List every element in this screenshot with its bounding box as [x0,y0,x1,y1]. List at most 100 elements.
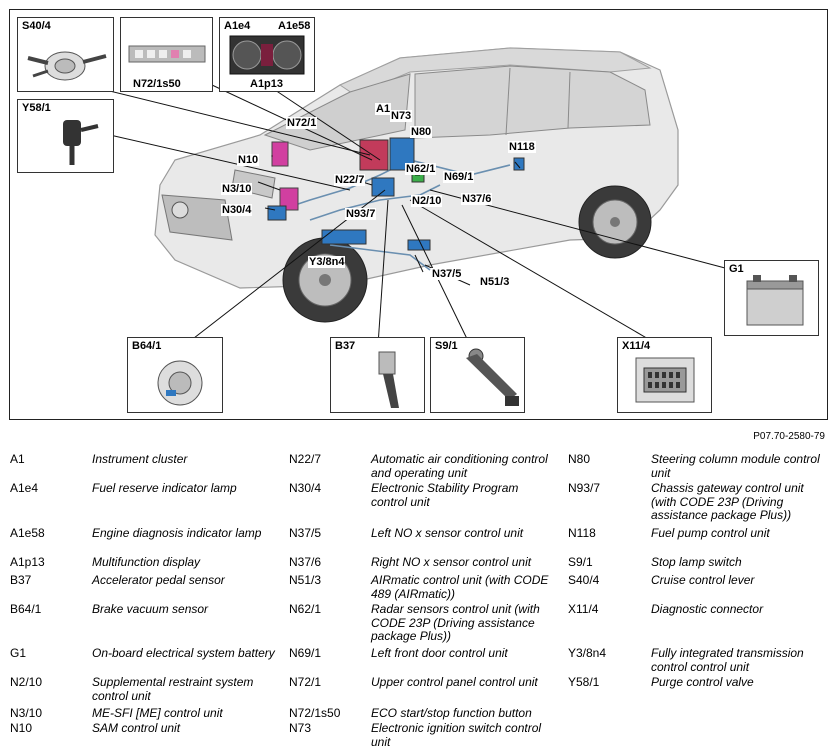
inset-label-g1: G1 [729,263,744,275]
legend-description: Brake vacuum sensor [92,602,209,616]
accelerator-pedal-picture [378,351,399,408]
callout-n3-10: N3/10 [221,183,253,195]
legend-code: A1e58 [10,526,45,540]
unit-n10 [271,141,289,167]
cluster-picture [229,35,305,75]
legend-description: Stop lamp switch [651,555,742,569]
inset-s9-1: S9/1 [430,337,525,413]
inset-b37: B37 [330,337,425,413]
legend-code: S40/4 [568,573,600,587]
legend-description: Fuel reserve indicator lamp [92,481,237,495]
legend-code: X11/4 [568,602,599,616]
legend-description: Radar sensors control unit (with CODE 23… [371,602,540,643]
legend-code: N37/5 [289,526,322,540]
legend-code: N72/1 [289,675,322,689]
legend-description: Chassis gateway control unit (with CODE … [651,481,804,522]
cruise-lever-picture [27,51,107,81]
legend-code: N69/1 [289,646,322,660]
callout-n10: N10 [237,154,260,166]
callout-n93-7: N93/7 [345,208,377,220]
callout-a1: A1 [375,103,392,115]
legend-description: Right NO x sensor control unit [371,555,532,569]
legend-description: Diagnostic connector [651,602,764,616]
unit-y3-8n4 [321,229,367,245]
legend-code: N22/7 [289,452,322,466]
legend-description: Left NO x sensor control unit [371,526,524,540]
inset-label-b64-1: B64/1 [132,340,162,352]
inset-x11-4: X11/4 [617,337,712,413]
legend-code: A1 [10,452,25,466]
callout-n72-1: N72/1 [286,117,318,129]
callout-n118: N118 [508,141,536,153]
legend-description: ME-SFI [ME] control unit [92,706,223,720]
battery-picture [746,275,804,326]
legend-code: Y3/8n4 [568,646,607,660]
inset-y58-1: Y58/1 [17,99,114,173]
diagnostic-connector-picture [635,357,695,403]
legend-code: N93/7 [568,481,601,495]
legend-code: N51/3 [289,573,322,587]
inset-label-x11-4: X11/4 [622,340,651,352]
legend-description: AIRmatic control unit (with CODE 489 (AI… [371,573,549,601]
legend-code: A1e4 [10,481,39,495]
legend-description: On-board electrical system battery [92,646,275,660]
callout-n30-4: N30/4 [221,204,253,216]
inset-label-a1p13: A1p13 [250,78,284,90]
legend-description: Purge control valve [651,675,754,689]
unit-n30-4 [267,205,287,221]
legend-code: B64/1 [10,602,42,616]
legend-description: Electronic Stability Program control uni… [371,481,519,509]
legend-code: N73 [289,721,312,735]
inset-n72-1s50: N72/1s50 [120,17,213,92]
side-windows [414,65,651,139]
legend-description: Steering column module control unit [651,452,820,480]
stop-lamp-switch-picture [466,348,519,406]
inset-label-b37: B37 [335,340,356,352]
legend-description: Electronic ignition switch control unit [371,721,542,749]
legend-description: Upper control panel control unit [371,675,538,689]
legend-code: N80 [568,452,591,466]
callout-n51-3: N51/3 [479,276,511,288]
unit-n3-10 [279,187,299,211]
callout-n2-10: N2/10 [411,195,443,207]
legend-description: Accelerator pedal sensor [92,573,225,587]
legend-code: N118 [568,526,596,540]
windshield [263,73,411,151]
unit-n118 [513,157,525,171]
brake-vacuum-sensor-picture [157,360,203,406]
inset-label-s9-1: S9/1 [435,340,458,352]
eco-button-panel-picture [128,45,206,63]
inset-b64-1: B64/1 [127,337,223,413]
legend-description: Automatic air conditioning control and o… [371,452,548,480]
figure-reference: P07.70-2580-79 [753,431,825,442]
callout-n37-6: N37/6 [461,193,493,205]
legend-description: Left front door control unit [371,646,508,660]
legend-code: N10 [10,721,33,735]
legend-code: A1p13 [10,555,45,569]
inset-label-y58-1: Y58/1 [22,102,51,114]
inset-instrument-cluster: A1e4 A1e58 A1p13 [219,17,315,92]
legend-code: N37/6 [289,555,322,569]
inset-label-a1e58: A1e58 [278,20,311,32]
inset-s40-4: S40/4 [17,17,114,92]
legend-description: Supplemental restraint system control un… [92,675,254,703]
callout-n80: N80 [410,126,433,138]
legend-code: S9/1 [568,555,593,569]
legend-code: Y58/1 [568,675,600,689]
legend-description: Instrument cluster [92,452,188,466]
inset-label-n72-1s50: N72/1s50 [133,78,181,90]
legend-description: SAM control unit [92,721,181,735]
inset-g1: G1 [724,260,819,336]
headlight [231,169,276,199]
callout-n37-5: N37/5 [431,268,463,280]
callout-n62-1: N62/1 [405,163,437,175]
legend-description: Cruise control lever [651,573,755,587]
legend-description: Engine diagnosis indicator lamp [92,526,262,540]
unit-n22-7 [371,177,395,197]
legend-code: N2/10 [10,675,43,689]
legend-code: N72/1s50 [289,706,341,720]
callout-n73: N73 [390,110,413,122]
purge-valve-picture [63,120,99,165]
unit-a1 [359,139,389,171]
